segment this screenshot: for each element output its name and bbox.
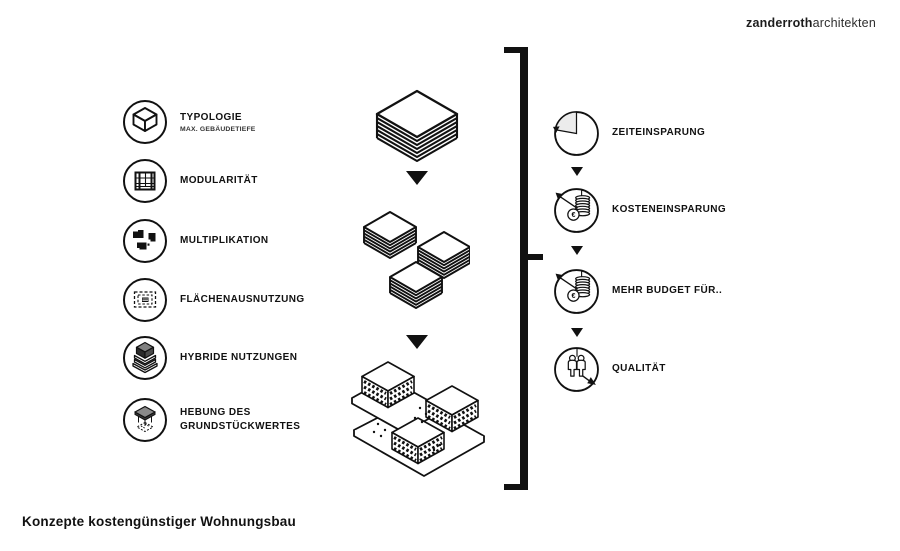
concept-row-multiplikation: MULTIPLIKATION <box>122 218 269 264</box>
site-footprint-icon <box>123 278 167 322</box>
concept-label: MULTIPLIKATION <box>180 234 269 246</box>
concept-label: HEBUNG DES GRUNDSTÜCKWERTES <box>180 406 301 433</box>
concept-sublabel: MAX. GEBÄUDETIEFE <box>180 126 256 134</box>
urban-ensemble-illustration <box>351 361 485 477</box>
logo-bold-part: zanderroth <box>746 16 813 30</box>
concept-label: HYBRIDE NUTZUNGEN <box>180 351 298 363</box>
flow-arrow-down-icon <box>406 335 428 349</box>
bracket-bottom-cap <box>504 484 528 490</box>
benefit-label: KOSTENEINSPARUNG <box>612 204 727 216</box>
concept-label: MODULARITÄT <box>180 174 258 186</box>
quality-people-icon <box>554 347 599 392</box>
concept-label: TYPOLOGIE <box>180 111 242 123</box>
bracket-top-cap <box>504 47 528 53</box>
bracket-vertical-bar <box>520 47 528 490</box>
site-dots <box>372 406 442 452</box>
benefit-row-kosteneinsparung: € KOSTENEINSPARUNG <box>553 187 726 234</box>
benefit-label: ZEITEINSPARUNG <box>612 127 706 139</box>
building-stack-illustration <box>375 89 459 163</box>
multiplied-blocks-icon <box>123 219 167 263</box>
budget-coins-icon: € <box>554 269 599 314</box>
logo: zanderrotharchitekten <box>746 16 876 30</box>
isometric-cube-icon <box>123 100 167 144</box>
benefit-row-mehr-budget: € MEHR BUDGET FÜR.. <box>553 268 722 315</box>
bracket-middle-tick <box>524 254 543 260</box>
multiplied-stacks-illustration <box>363 211 470 309</box>
benefit-label: QUALITÄT <box>612 363 666 375</box>
flow-arrow-down-icon <box>406 171 428 185</box>
raised-plot-value-icon <box>123 398 167 442</box>
concept-row-modularitaet: MODULARITÄT <box>122 158 258 204</box>
flow-arrow-down-icon <box>571 246 583 255</box>
cost-saving-coins-icon: € <box>554 188 599 233</box>
flow-arrow-down-icon <box>571 167 583 176</box>
benefit-label: MEHR BUDGET FÜR.. <box>612 285 723 297</box>
concept-row-hybride-nutzungen: HYBRIDE NUTZUNGEN <box>122 335 297 381</box>
stacked-mixed-use-icon <box>123 336 167 380</box>
concept-row-flaechenausnutzung: FLÄCHENAUSNUTZUNG <box>122 277 305 323</box>
benefit-row-qualitaet: QUALITÄT <box>553 346 666 393</box>
concept-label: FLÄCHENAUSNUTZUNG <box>180 293 305 305</box>
svg-text:€: € <box>571 211 575 219</box>
logo-regular-part: architekten <box>812 16 876 30</box>
concept-row-typologie: TYPOLOGIE MAX. GEBÄUDETIEFE <box>122 99 256 145</box>
slide-title: Konzepte kostengünstiger Wohnungsbau <box>22 514 296 529</box>
module-grid-icon <box>123 159 167 203</box>
concept-row-hebung-grundstueckwert: HEBUNG DES GRUNDSTÜCKWERTES <box>122 397 318 443</box>
flow-arrow-down-icon <box>571 328 583 337</box>
time-saving-clock-icon <box>553 111 599 156</box>
svg-text:€: € <box>571 292 575 300</box>
benefit-row-zeiteinsparung: ZEITEINSPARUNG <box>553 110 705 157</box>
